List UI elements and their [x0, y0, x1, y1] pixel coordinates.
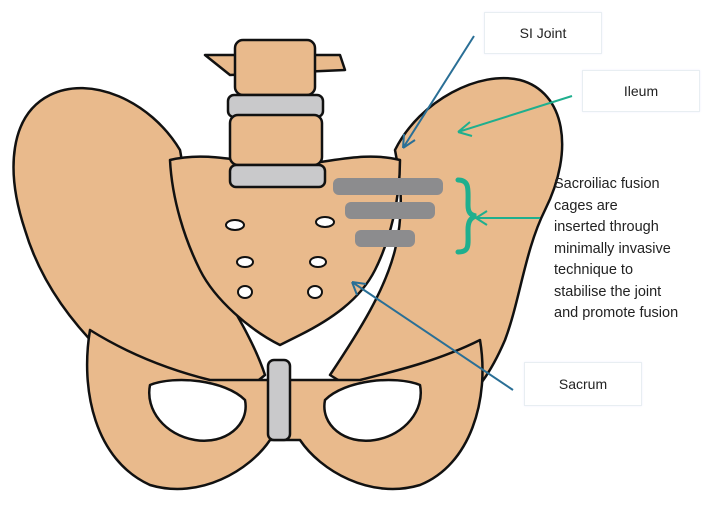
description-line: and promote fusion: [554, 305, 679, 321]
description-line: cages are: [554, 197, 618, 214]
pubic-symphysis: [266, 358, 292, 442]
left-obturator-foramen: [147, 378, 247, 443]
cage-pointer: [475, 210, 540, 226]
disc-lower: [228, 163, 327, 189]
description-line: minimally invasive: [554, 240, 671, 257]
right-obturator-foramen: [323, 378, 423, 443]
label-sacrum: Sacrum: [524, 362, 642, 406]
disc-upper: [226, 93, 325, 119]
right-ilium: [328, 76, 564, 417]
description-line: stabilise the joint: [554, 283, 662, 300]
label-si-joint: SI Joint: [484, 12, 602, 54]
vertebra-body-upper: [233, 38, 317, 97]
cage: [355, 230, 415, 247]
description-line: technique to: [554, 262, 634, 278]
cage: [333, 178, 443, 195]
vertebra-body-lower: [228, 113, 324, 167]
brace: [455, 177, 477, 255]
cage: [345, 202, 435, 219]
ileum-pointer: [457, 95, 573, 137]
description-line: Sacroiliac fusion: [554, 176, 660, 192]
si-joint-pointer: [402, 35, 475, 149]
sacrum-pointer: [351, 281, 514, 391]
fusion-cages: [333, 178, 443, 247]
label-ileum: Ileum: [582, 70, 700, 112]
cage-description: Sacroiliac fusion cages are inserted thr…: [554, 174, 720, 325]
description-line: inserted through: [554, 219, 659, 235]
